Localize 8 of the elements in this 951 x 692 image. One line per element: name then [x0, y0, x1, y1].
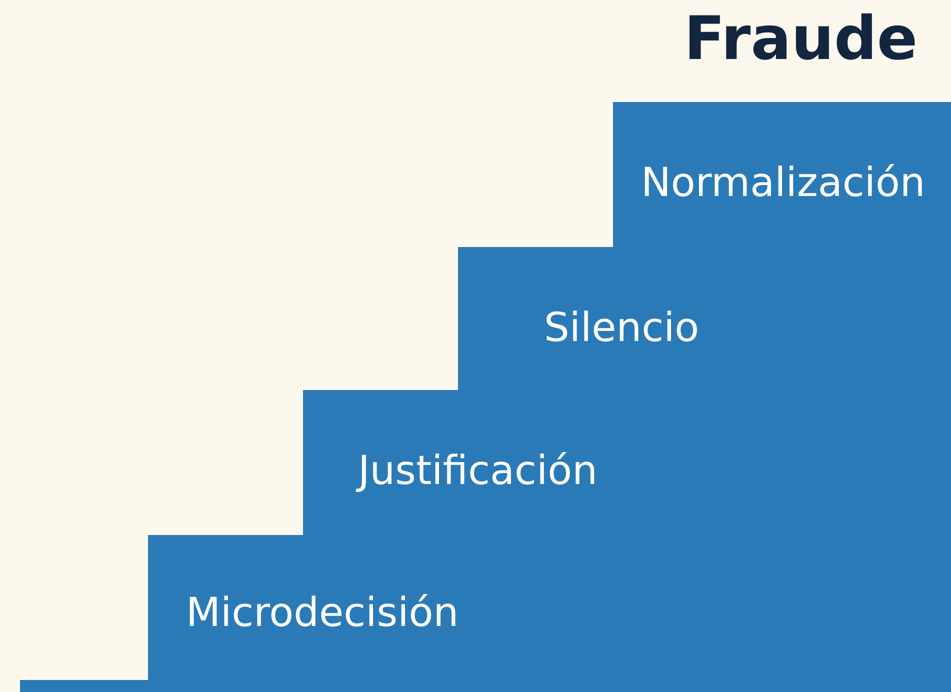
step-label: Normalización: [641, 160, 926, 206]
title: Fraude: [684, 4, 918, 74]
step-label: Microdecisión: [186, 590, 459, 636]
stair-step: [148, 535, 951, 692]
step-label: Silencio: [544, 305, 700, 351]
base-step: [20, 680, 148, 692]
stair-step: [613, 102, 951, 247]
step-label: Justificación: [358, 448, 598, 494]
